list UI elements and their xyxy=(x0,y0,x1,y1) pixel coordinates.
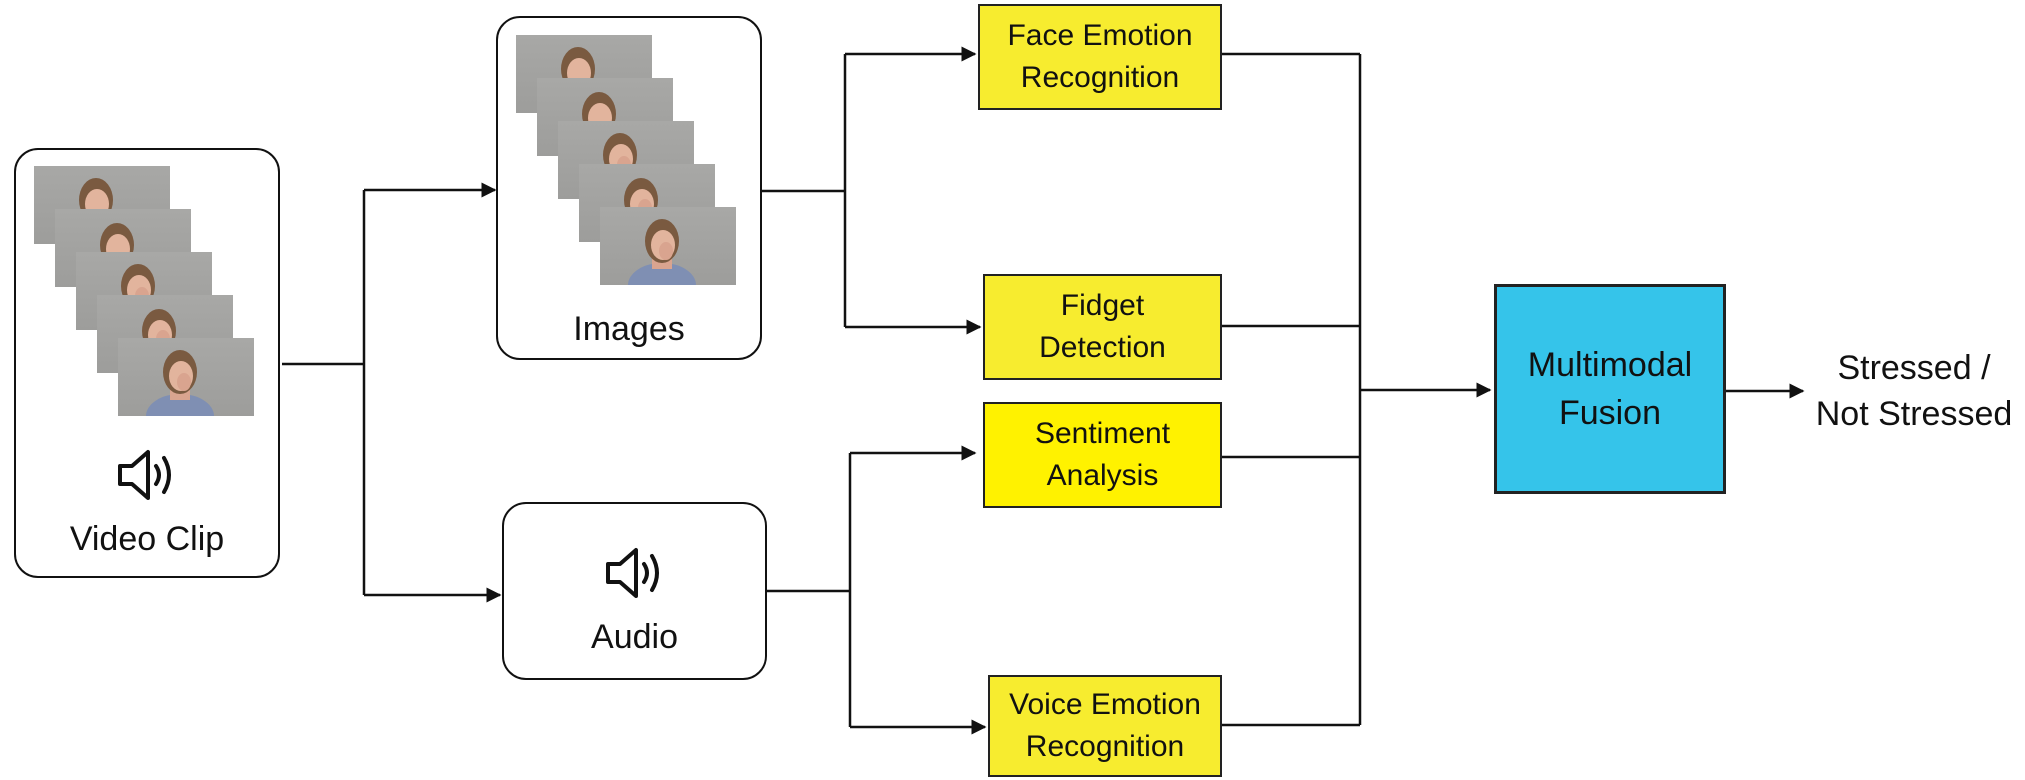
audio-box xyxy=(502,502,767,680)
video-clip-label: Video Clip xyxy=(69,520,225,558)
images-label: Images xyxy=(573,310,685,348)
output-label: Stressed / Not Stressed xyxy=(1815,349,2013,433)
sentiment-analysis-box: Sentiment Analysis xyxy=(983,402,1222,508)
image-frame-5 xyxy=(600,207,736,285)
video-frame-5 xyxy=(118,338,254,416)
multimodal-fusion-box: Multimodal Fusion xyxy=(1494,284,1726,494)
fidget-detection-box: Fidget Detection xyxy=(983,274,1222,380)
audio-label: Audio xyxy=(591,618,678,656)
speaker-icon xyxy=(604,544,668,602)
voice-emotion-recognition-box: Voice Emotion Recognition xyxy=(988,675,1222,777)
face-emotion-recognition-box: Face Emotion Recognition xyxy=(978,4,1222,110)
speaker-icon xyxy=(116,446,180,504)
